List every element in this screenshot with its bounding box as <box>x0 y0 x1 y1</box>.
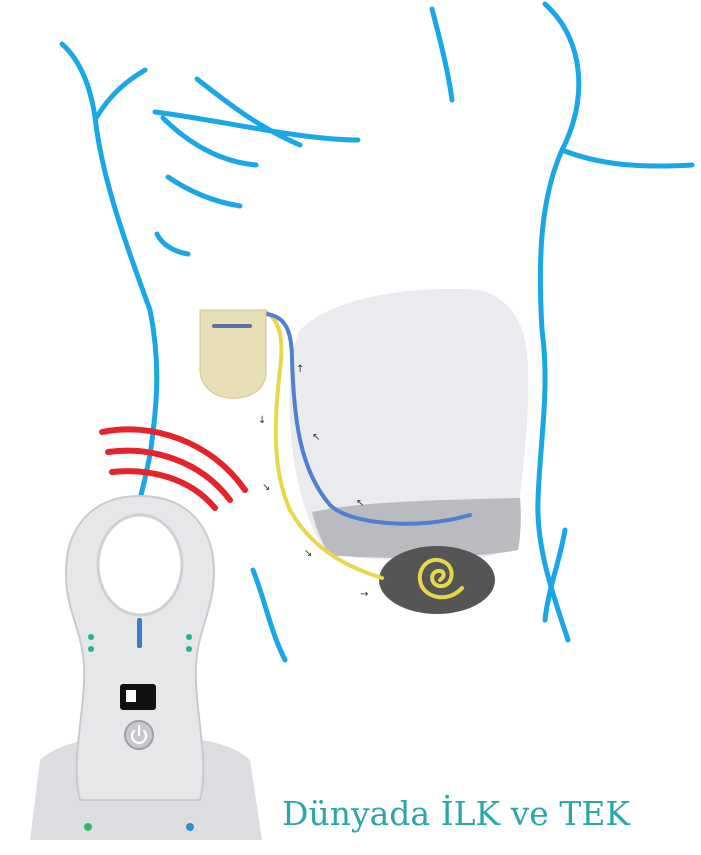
signal-waves <box>102 429 245 508</box>
arrow-3: ↖ <box>312 432 320 443</box>
status-led-left-1 <box>88 634 94 640</box>
hip-left <box>253 570 285 660</box>
arm-line <box>562 150 692 166</box>
arrow-7: → <box>360 589 368 600</box>
reservoir <box>379 546 495 614</box>
arrow-1: ↑ <box>296 364 304 375</box>
torso-left-edge <box>62 44 157 515</box>
spine-line <box>432 9 452 100</box>
arrow-5: ↘ <box>262 482 270 493</box>
shoulder-line <box>96 70 145 118</box>
headline-caption: Dünyada İLK ve TEK <box>282 792 692 836</box>
bladder <box>289 289 528 560</box>
implanted-pump-icon <box>200 310 266 398</box>
base-led-green <box>84 823 92 831</box>
rib-4 <box>168 177 240 206</box>
charger-ring <box>98 515 182 615</box>
status-led-left-2 <box>88 646 94 652</box>
torso-right-edge <box>538 4 579 640</box>
external-charger-icon <box>30 496 262 840</box>
arrow-2: ↓ <box>258 415 266 426</box>
arrow-4: ↖ <box>356 498 364 509</box>
base-led-blue <box>186 823 194 831</box>
arrow-6: ↘ <box>304 548 312 559</box>
status-led-right-1 <box>186 634 192 640</box>
pump-label <box>212 324 252 328</box>
charger-logo <box>137 618 142 648</box>
status-led-right-2 <box>186 646 192 652</box>
rib-5 <box>157 234 188 254</box>
charger-screen <box>120 684 156 710</box>
charger-screen-glyph <box>126 690 136 702</box>
